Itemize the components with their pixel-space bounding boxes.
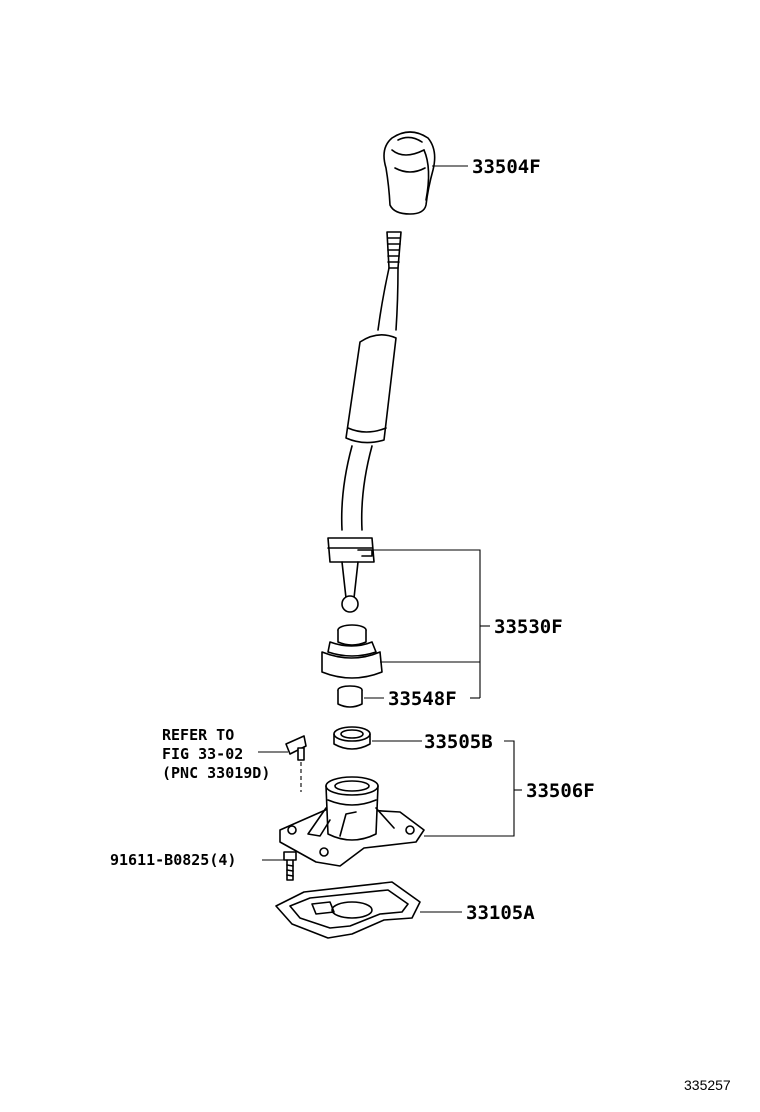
bolt-drawing (283, 851, 297, 881)
retainer-housing-drawing (279, 776, 425, 867)
reference-note-line-1: REFER TO (162, 726, 234, 744)
elbow-fitting-drawing (285, 735, 307, 792)
leader-lines (258, 165, 522, 913)
part-label-seal: 33505B (424, 731, 493, 753)
shift-knob-drawing (383, 131, 436, 215)
seal-drawing (333, 726, 371, 750)
part-label-lever-assembly: 33530F (494, 616, 563, 638)
part-label-gasket: 33105A (466, 902, 535, 924)
part-label-knob: 33504F (472, 156, 541, 178)
shift-lever-drawing (327, 231, 402, 613)
bushing-drawing (337, 685, 363, 708)
part-label-bushing: 33548F (388, 688, 457, 710)
gasket-drawing (275, 881, 421, 939)
shift-boot-drawing (321, 624, 383, 679)
part-label-retainer-assembly: 33506F (526, 780, 595, 802)
diagram-code: 335257 (684, 1077, 731, 1093)
reference-note-line-2: FIG 33-02 (162, 745, 243, 763)
part-label-bolt: 91611-B0825(4) (110, 851, 236, 869)
reference-note-line-3: (PNC 33019D) (162, 764, 270, 782)
